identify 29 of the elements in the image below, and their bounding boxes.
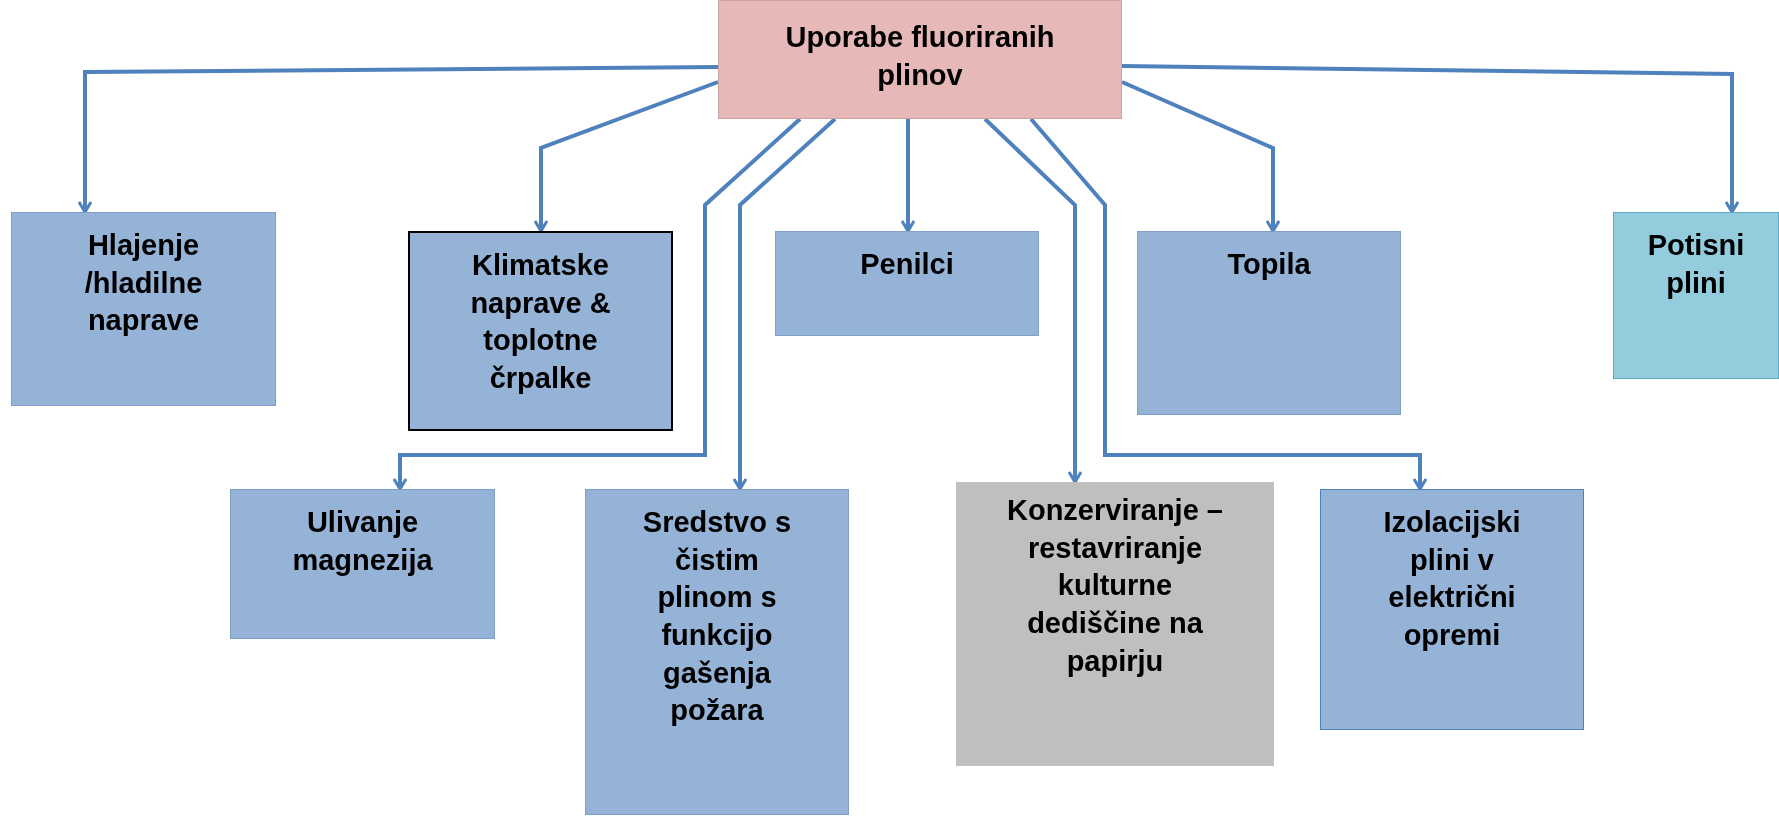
category-box [775,231,1039,336]
arrow [732,117,837,491]
arrow [983,117,1083,484]
node-label: Topila [1227,247,1311,282]
arrow [1121,64,1740,214]
arrow [392,117,802,491]
node-label: Uporabe fluoriranih plinov [784,20,1056,93]
node-label: Penilci [860,247,954,282]
node-label: Ulivanje magnezija [291,505,434,578]
node-label: Sredstvo s čistim plinom s funkcijo gašenja požara [641,505,793,729]
category-box [230,489,495,639]
category-box [11,212,276,406]
category-box [585,489,849,815]
node-label: Izolacijski plini v električni opremi [1382,505,1522,654]
arrow [77,65,718,214]
arrow [1121,80,1281,233]
category-box [1137,231,1401,415]
category-box [1320,489,1584,730]
arrow [900,119,916,233]
node-label: Klimatske naprave & toplotne črpalke [469,248,612,397]
arrow [1029,117,1428,491]
category-box [408,231,673,431]
node-label: Konzerviranje – restavriranje kulturne dediščine na papirju [1006,493,1224,679]
title-box [718,0,1122,119]
node-label: Hlajenje /hladilne naprave [83,228,204,339]
category-box [956,482,1274,766]
arrow [533,80,719,233]
category-box [1613,212,1779,379]
node-label: Potisni plini [1646,228,1746,301]
